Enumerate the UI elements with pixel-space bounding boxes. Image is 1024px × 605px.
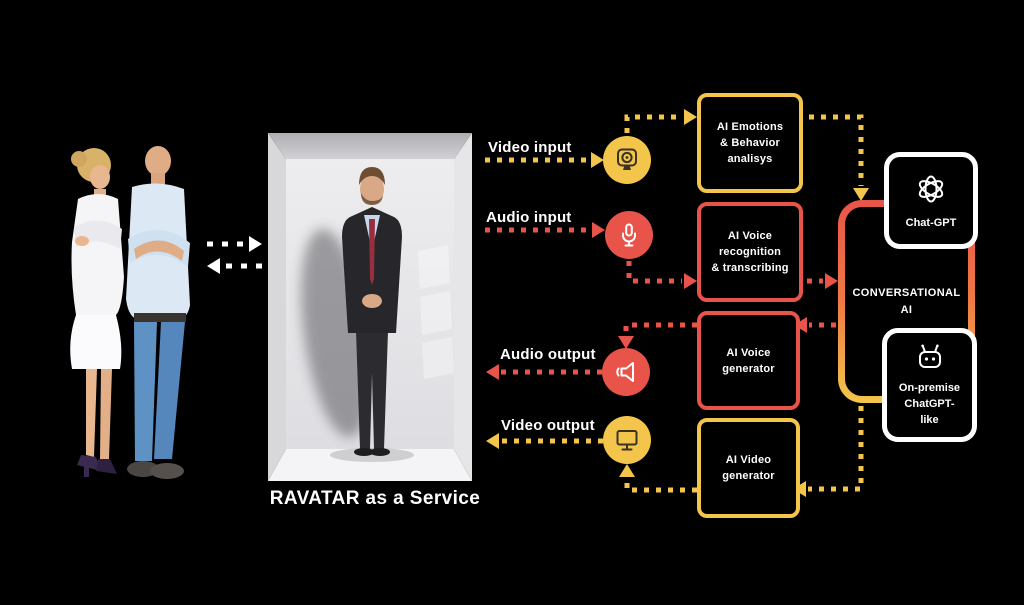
box-ai-voice-generator: AI Voice generator xyxy=(697,311,800,410)
voicegen-to-speaker-line xyxy=(623,322,697,334)
yellow-arrowheads xyxy=(486,109,869,497)
video-input-label: Video input xyxy=(488,139,572,156)
box-ai-video-generator-label: AI Video generator xyxy=(722,454,775,482)
conversational-to-videogen-line xyxy=(808,406,864,492)
woman-figure xyxy=(70,148,124,477)
chatbot-icon xyxy=(913,342,947,372)
emotions-to-conversational-line xyxy=(797,114,864,186)
webcam-to-emotions-line xyxy=(624,114,682,133)
onpremise-label: On-premise ChatGPT- like xyxy=(898,382,961,426)
webcam-icon xyxy=(614,147,640,173)
videogen-to-monitor-line xyxy=(624,478,697,493)
microphone-icon xyxy=(616,222,642,248)
box-ai-voice-recognition: AI Voice recognition & transcribing xyxy=(697,202,803,302)
audio-output-node xyxy=(602,348,650,396)
conversational-ai-label: CONVERSATIONAL AI xyxy=(852,286,961,316)
box-ai-video-generator: AI Video generator xyxy=(697,418,800,518)
mic-to-recognition-line xyxy=(626,261,682,284)
man-figure xyxy=(126,146,190,479)
window-reflections xyxy=(418,245,454,379)
monitor-icon xyxy=(614,427,640,453)
box-ai-voice-generator-label: AI Voice generator xyxy=(722,346,775,375)
avatar-figure xyxy=(330,167,414,462)
video-output-label: Video output xyxy=(501,417,595,434)
box-ai-voice-recognition-label: AI Voice recognition & transcribing xyxy=(711,230,789,274)
audio-output-label: Audio output xyxy=(500,346,596,363)
video-input-node xyxy=(603,136,651,184)
speaker-icon xyxy=(612,358,640,386)
people-photo xyxy=(20,127,216,493)
avatar-booth xyxy=(268,133,472,481)
chatgpt-label: Chat-GPT xyxy=(905,216,957,229)
video-output-node xyxy=(603,416,651,464)
box-ai-emotions-label: AI Emotions & Behavior analisys xyxy=(716,121,784,165)
box-ai-emotions: AI Emotions & Behavior analisys xyxy=(697,93,803,193)
box-chatgpt: Chat-GPT xyxy=(884,152,978,249)
box-onpremise-chatgpt: On-premise ChatGPT- like xyxy=(882,328,977,442)
diagram-title: RAVATAR as a Service xyxy=(269,488,481,509)
audio-input-label: Audio input xyxy=(486,209,572,226)
audio-input-node xyxy=(605,211,653,259)
openai-logo-icon xyxy=(913,171,949,207)
